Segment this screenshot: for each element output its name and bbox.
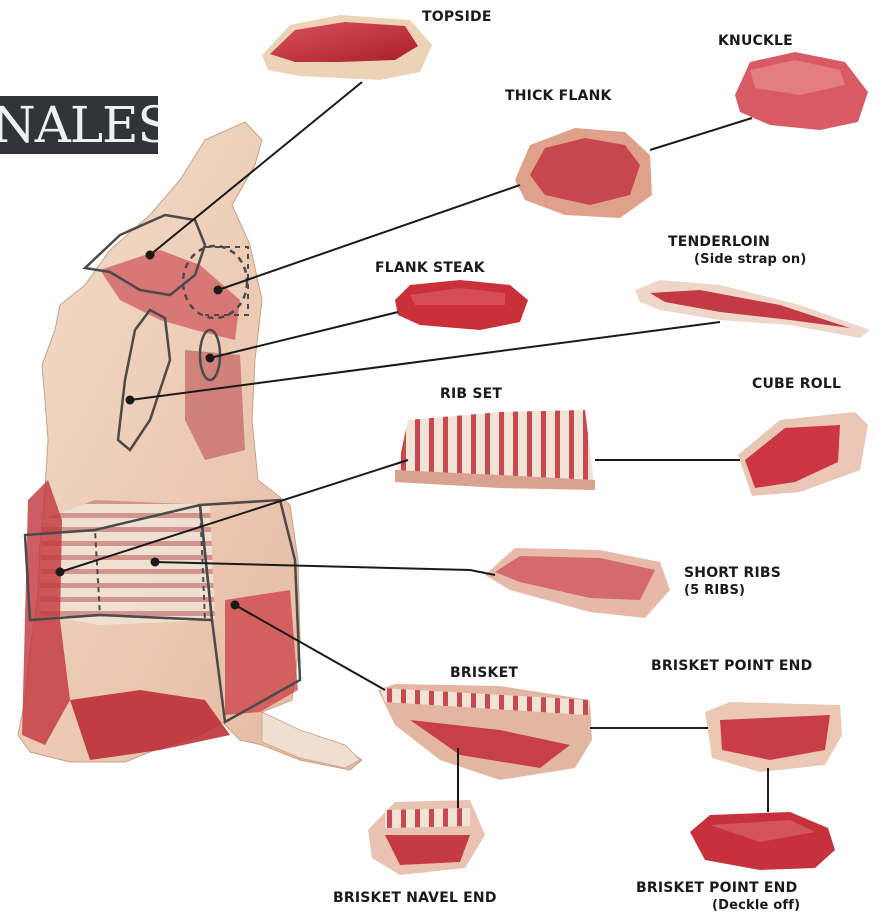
thick-flank-piece — [515, 128, 652, 218]
tenderloin-label: TENDERLOIN (Side strap on) — [668, 234, 807, 268]
topside-leader-line — [150, 82, 362, 255]
tenderloin-subtitle: (Side strap on) — [694, 251, 807, 268]
brisket-label: BRISKET — [450, 665, 518, 682]
thick-flank-label: THICK FLANK — [505, 88, 612, 105]
thick-flank-leader-dot — [215, 287, 222, 294]
brisket-point-end-deckle-title: BRISKET POINT END — [636, 880, 797, 896]
brisket-piece — [378, 684, 592, 780]
brisket-point-end-deckle-subtitle: (Deckle off) — [712, 897, 800, 914]
rib-set-leader-dot — [57, 569, 64, 576]
topside-label: TOPSIDE — [422, 9, 492, 26]
cube-roll-piece — [738, 412, 868, 496]
brisket-navel-end-piece — [368, 800, 485, 875]
rib-set-label: RIB SET — [440, 386, 502, 403]
flank-steak-piece — [395, 280, 528, 330]
tenderloin-title: TENDERLOIN — [668, 234, 770, 250]
brisket-navel-end-label: BRISKET NAVEL END — [333, 890, 497, 907]
brisket-point-end-label: BRISKET POINT END — [651, 658, 812, 675]
rib-set-piece — [395, 410, 595, 490]
brisket-point-end-deckle-off-piece — [690, 812, 835, 870]
cube-roll-label: CUBE ROLL — [752, 376, 841, 393]
flank-steak-leader-dot — [207, 355, 214, 362]
tenderloin-leader-dot — [127, 397, 134, 404]
topside-leader-dot — [147, 252, 154, 259]
cut-pieces — [262, 15, 870, 875]
topside-piece — [262, 15, 432, 80]
short-ribs-leader-dot — [152, 559, 159, 566]
flank-steak-label: FLANK STEAK — [375, 260, 485, 277]
knuckle-label: KNUCKLE — [718, 33, 793, 50]
brisket-point-end-piece — [705, 702, 842, 772]
short-ribs-label: SHORT RIBS (5 RIBS) — [684, 565, 781, 599]
knuckle-leader-line — [650, 118, 752, 150]
short-ribs-piece — [485, 548, 670, 618]
short-ribs-subtitle: (5 RIBS) — [684, 582, 781, 599]
short-ribs-title: SHORT RIBS — [684, 565, 781, 581]
brisket-leader-dot — [232, 602, 239, 609]
carcass-shank — [262, 712, 360, 768]
knuckle-piece — [735, 52, 868, 130]
title-banner: NALES — [0, 96, 158, 154]
brisket-point-end-deckle-label: BRISKET POINT END (Deckle off) — [636, 880, 800, 914]
